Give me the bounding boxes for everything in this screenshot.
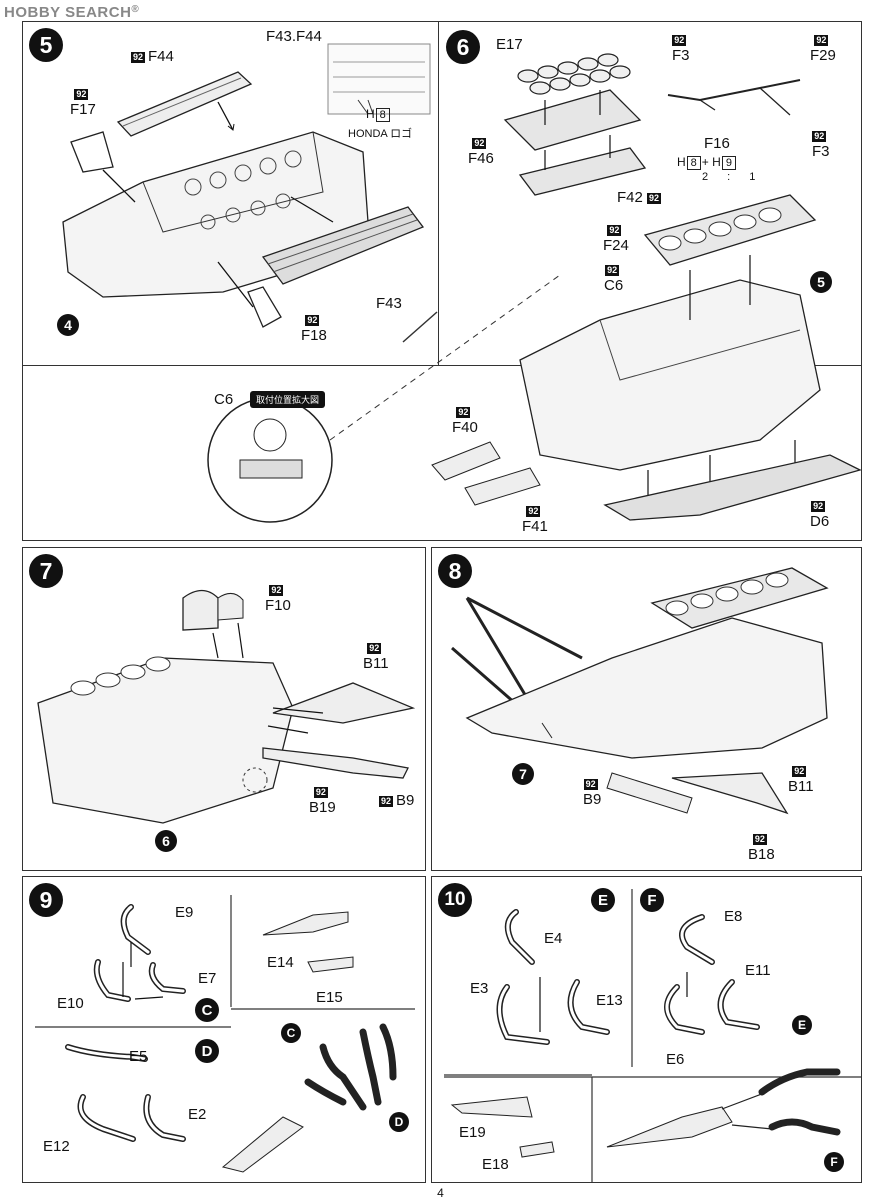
honda-logo-note: HONDA ロゴ <box>348 128 413 140</box>
part-E18-label: E18 <box>482 1156 509 1173</box>
part-F43-F44-label: F43.F44 <box>266 28 322 45</box>
callout-step-5: 5 <box>810 271 832 293</box>
step-6-number: 6 <box>446 30 480 64</box>
watermark: HOBBY SEARCH® <box>4 4 140 21</box>
zoom-detail-tag: 取付位置拡大図 <box>250 391 326 408</box>
step-9-panel: 9 E9 E7 E10 C D E5 E12 E2 E14 E15 C D <box>22 876 426 1183</box>
step-9-number: 9 <box>29 883 63 917</box>
ratio-value: 2 : 1 <box>702 171 764 183</box>
engine-top-cover-illustration <box>62 43 438 343</box>
part-E19-label: E19 <box>459 1124 486 1141</box>
part-E15-label: E15 <box>316 989 343 1006</box>
exhaust-pipes-step10-illustration <box>444 889 861 1182</box>
step-7-number: 7 <box>29 554 63 588</box>
part-F16-label: F16 <box>704 135 730 152</box>
zoom-C6-label: C6 <box>214 391 234 408</box>
step-10-panel: 10 E F E4 E3 E13 E8 E11 E6 E19 E18 E F <box>431 876 862 1183</box>
part-E7-label: E7 <box>198 970 217 987</box>
part-E14-label: E14 <box>267 954 294 971</box>
sub-assembly-F-marker: F <box>640 888 664 912</box>
part-E13-label: E13 <box>596 992 623 1009</box>
part-E6-label: E6 <box>666 1051 685 1068</box>
part-E10-label: E10 <box>57 995 84 1012</box>
sub-assembly-C-marker: C <box>195 998 219 1022</box>
part-E11-label: E11 <box>745 962 771 979</box>
badge-92: 92 <box>131 51 146 63</box>
part-E2-label: E2 <box>188 1106 207 1123</box>
step-8-number: 8 <box>438 554 472 588</box>
sub-assembly-F-marker-2: F <box>824 1152 844 1172</box>
engine-with-frame-illustration <box>451 567 829 815</box>
part-E3-label: E3 <box>470 980 489 997</box>
engine-side-illustration <box>37 589 416 824</box>
callout-step-7: 7 <box>512 763 534 785</box>
sub-assembly-D-marker-2: D <box>389 1112 409 1132</box>
step-6-illustration <box>207 53 862 523</box>
sub-assembly-E-marker: E <box>591 888 615 912</box>
exhaust-pipes-step9-illustration <box>35 895 415 1173</box>
step-5-number: 5 <box>29 28 63 62</box>
part-E9-label: E9 <box>175 904 194 921</box>
part-F42-label: F42 92 <box>617 189 662 206</box>
part-E17-label: E17 <box>496 36 523 53</box>
callout-step-6: 6 <box>155 830 177 852</box>
part-E4-label: E4 <box>544 930 563 947</box>
part-E12-label: E12 <box>43 1138 70 1155</box>
page-number: 4 <box>437 1186 444 1200</box>
sub-assembly-D-marker: D <box>195 1039 219 1063</box>
sub-assembly-C-marker-2: C <box>281 1023 301 1043</box>
part-F43-label: F43 <box>376 295 402 312</box>
sub-assembly-E-marker-2: E <box>792 1015 812 1035</box>
callout-step-4: 4 <box>57 314 79 336</box>
part-E8-label: E8 <box>724 908 743 925</box>
part-E5-label: E5 <box>129 1048 148 1065</box>
step-10-number: 10 <box>438 883 472 917</box>
